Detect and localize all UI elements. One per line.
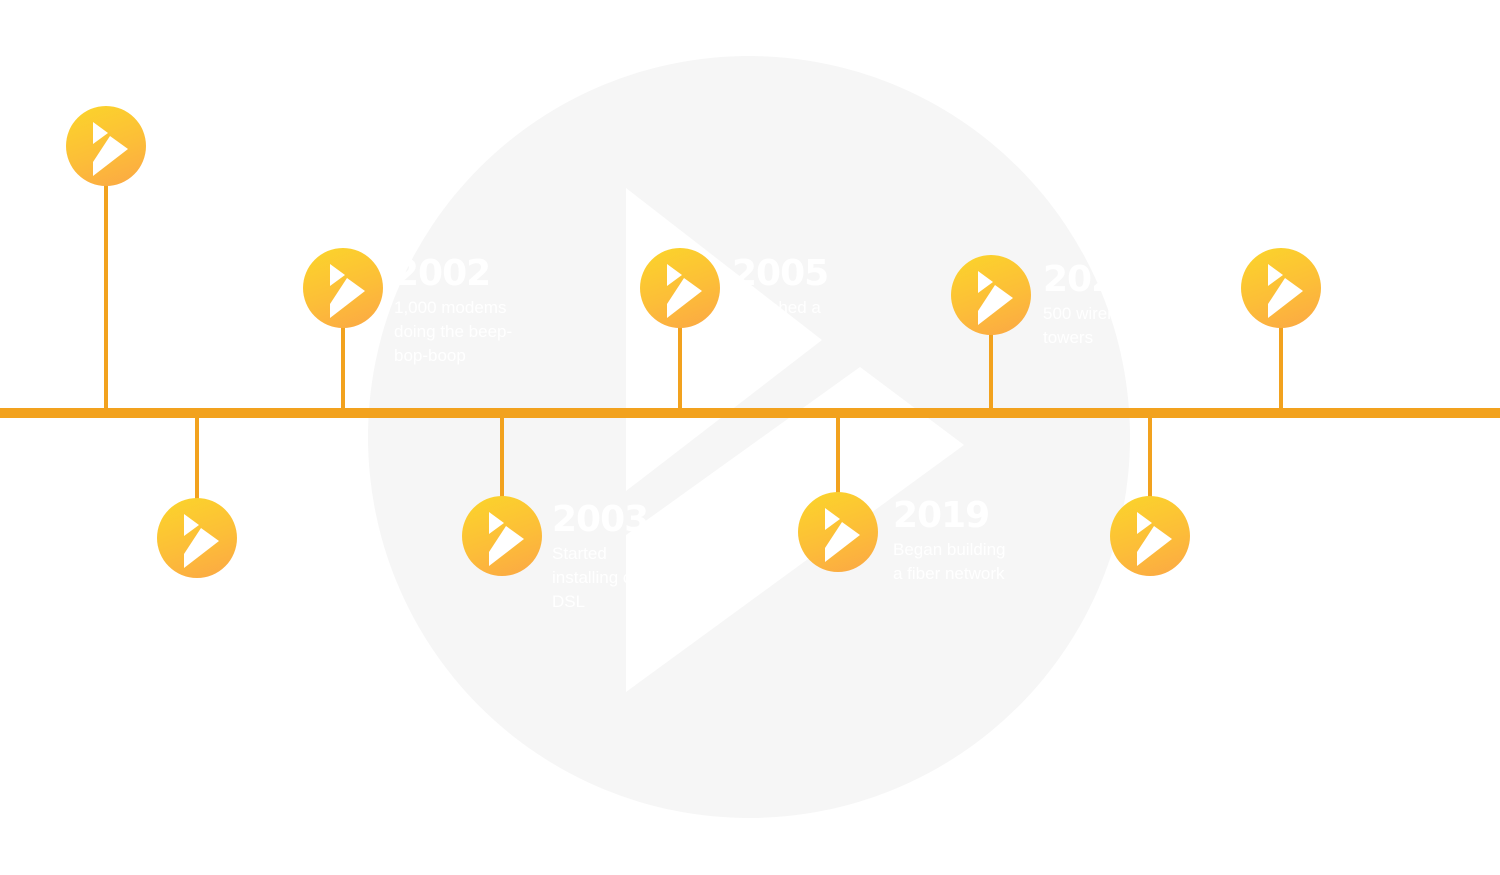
event-text: 2005 Launched a xyxy=(732,254,872,320)
event-marker xyxy=(1110,496,1190,576)
event-stem xyxy=(104,184,108,410)
event-marker xyxy=(303,248,383,328)
event-marker xyxy=(462,496,542,576)
event-stem xyxy=(836,416,840,496)
event-marker xyxy=(951,255,1031,335)
event-marker xyxy=(66,106,146,186)
event-stem xyxy=(678,326,682,410)
play-arrow-logo-icon xyxy=(825,508,860,562)
event-marker xyxy=(640,248,720,328)
event-stem xyxy=(1148,416,1152,498)
event-marker xyxy=(157,498,237,578)
event-stem xyxy=(500,416,504,498)
background-circle xyxy=(368,56,1130,818)
event-description: Began building a fiber network xyxy=(893,540,1006,583)
event-description: Started installing own DSL xyxy=(552,544,655,611)
event-year: 2019 xyxy=(893,495,990,536)
event-year: 2021 xyxy=(1043,259,1140,300)
event-stem xyxy=(341,326,345,410)
event-stem xyxy=(195,416,199,500)
event-text: 2003 Started installing own DSL xyxy=(552,500,672,614)
event-year: 2002 xyxy=(394,253,491,294)
timeline-axis xyxy=(0,408,1500,418)
play-arrow-logo-icon xyxy=(667,264,702,318)
event-stem xyxy=(1279,326,1283,410)
play-arrow-logo-icon xyxy=(1137,512,1172,566)
event-description: 500 wireless towers xyxy=(1043,304,1138,347)
event-stem xyxy=(989,332,993,410)
play-arrow-logo-icon xyxy=(93,122,128,176)
event-year: 2005 xyxy=(732,253,829,294)
event-description: Launched a xyxy=(732,298,821,317)
play-arrow-logo-icon xyxy=(330,264,365,318)
event-text: 2021 500 wireless towers xyxy=(1043,260,1153,350)
event-text: 2002 1,000 modems doing the beep-bop-boo… xyxy=(394,254,534,368)
play-arrow-logo-icon xyxy=(1268,264,1303,318)
play-arrow-logo-icon xyxy=(184,514,219,568)
play-arrow-logo-icon xyxy=(489,512,524,566)
event-description: 1,000 modems doing the beep-bop-boop xyxy=(394,298,513,365)
event-marker xyxy=(798,492,878,572)
event-text: 2019 Began building a fiber network xyxy=(893,496,1018,586)
play-arrow-logo-icon xyxy=(978,271,1013,325)
event-year: 2003 xyxy=(552,499,649,540)
event-marker xyxy=(1241,248,1321,328)
